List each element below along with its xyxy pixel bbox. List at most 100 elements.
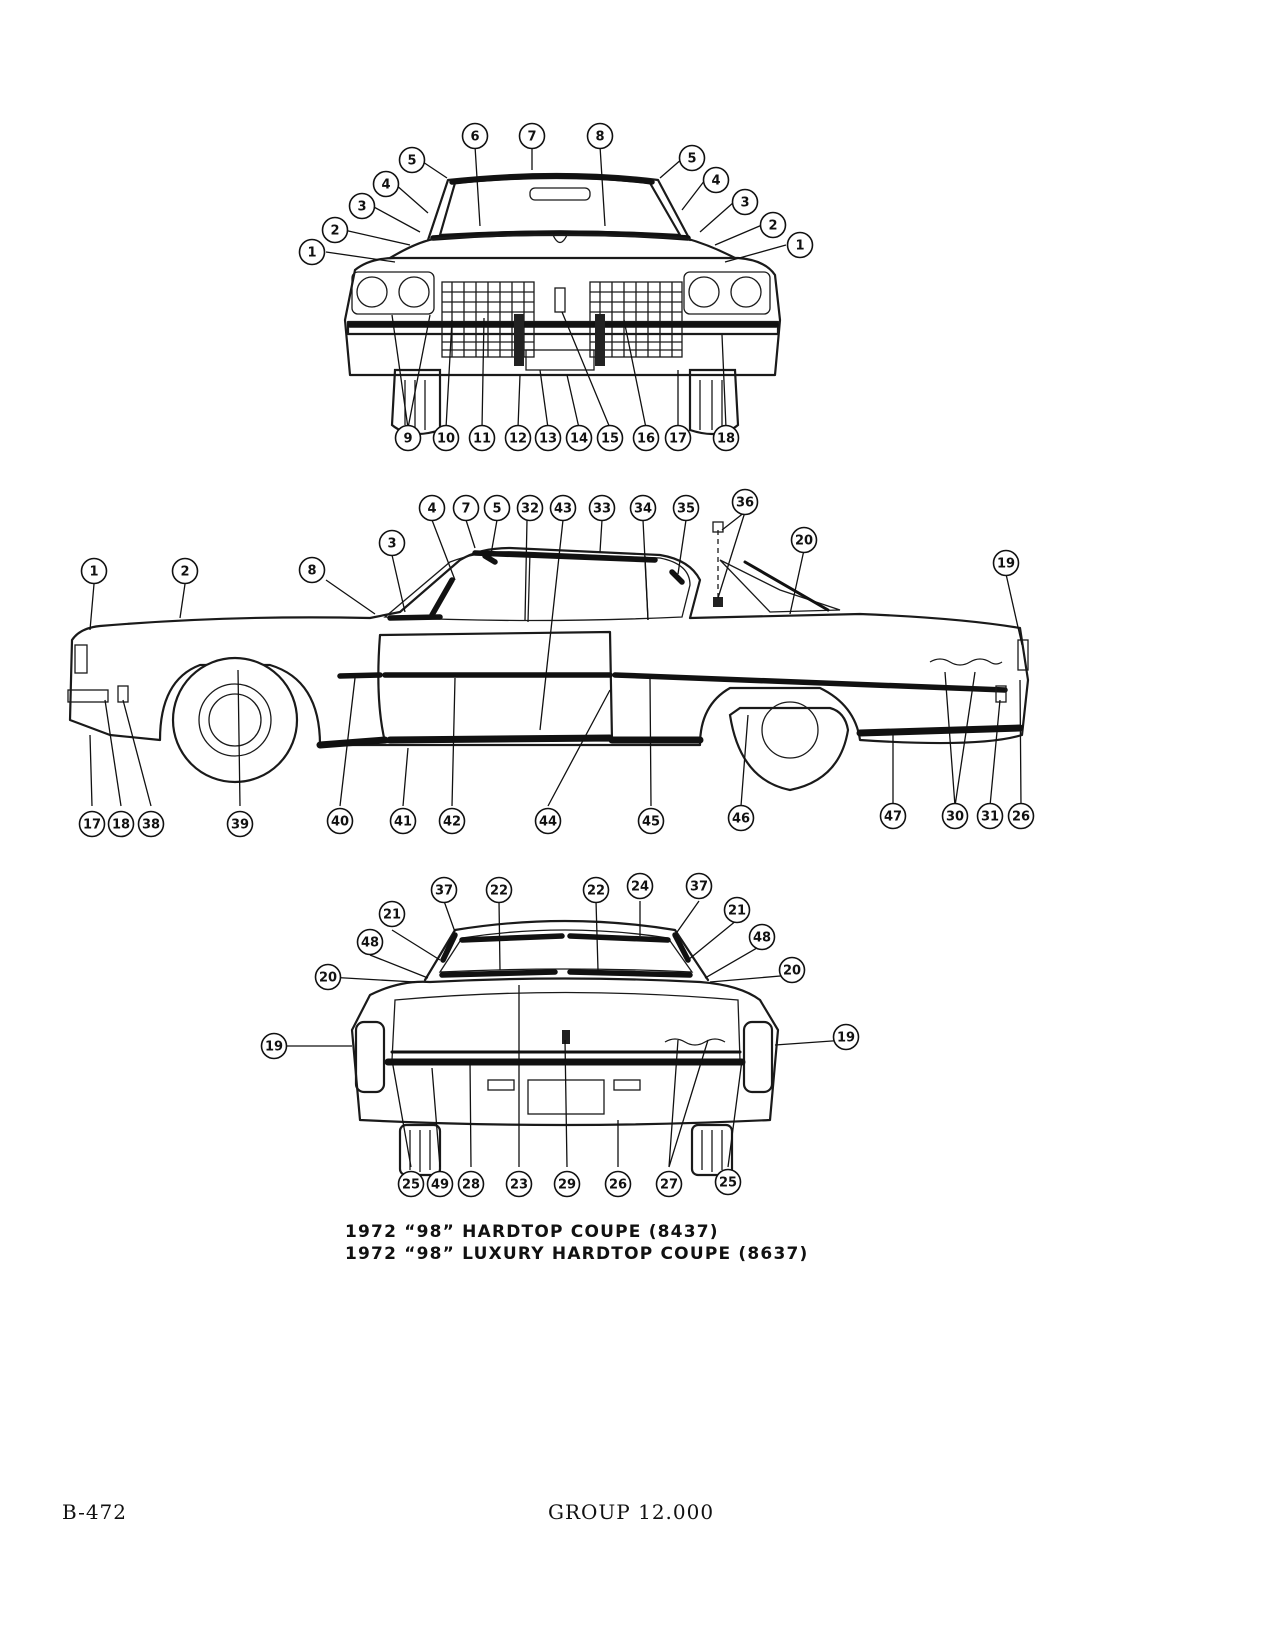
callout-circle (879, 802, 907, 830)
callout-31: 31 (976, 802, 1004, 830)
callout-circle (832, 1023, 860, 1051)
callout-35: 35 (672, 494, 700, 522)
callout-circle (389, 807, 417, 835)
callout-number: 4 (711, 174, 720, 189)
callout-circle (372, 170, 400, 198)
callout-18: 18 (107, 810, 135, 838)
callout-circle (321, 216, 349, 244)
callout-circle (778, 956, 806, 984)
callout-41: 41 (389, 807, 417, 835)
callout-26: 26 (604, 1170, 632, 1198)
callout-circle (748, 923, 776, 951)
callout-3: 3 (378, 529, 406, 557)
callout-number: 37 (690, 880, 708, 895)
callout-circle (226, 810, 254, 838)
callout-circle (468, 424, 496, 452)
callout-17: 17 (78, 810, 106, 838)
callout-circle (759, 211, 787, 239)
callout-number: 17 (669, 432, 687, 447)
callout-2: 2 (759, 211, 787, 239)
front-grille (441, 281, 683, 358)
callout-number: 37 (435, 884, 453, 899)
callout-19: 19 (992, 549, 1020, 577)
callout-number: 46 (732, 812, 750, 827)
callout-number: 20 (319, 971, 337, 986)
callout-number: 40 (331, 815, 349, 830)
callout-39: 39 (226, 810, 254, 838)
callout-11: 11 (468, 424, 496, 452)
callout-46: 46 (727, 804, 755, 832)
callout-5: 5 (483, 494, 511, 522)
front-view-car (343, 172, 782, 436)
license-plate-front (525, 349, 595, 371)
callout-4: 4 (418, 494, 446, 522)
callout-number: 19 (265, 1040, 283, 1055)
callout-number: 48 (753, 931, 771, 946)
callout-number: 3 (387, 537, 396, 552)
callout-29: 29 (553, 1170, 581, 1198)
rearview-mirror (529, 187, 591, 201)
callout-circle (582, 876, 610, 904)
headlamp-icon (688, 276, 720, 308)
callout-circle (326, 807, 354, 835)
callout-10: 10 (432, 424, 460, 452)
callout-circle (596, 424, 624, 452)
callout-number: 22 (490, 884, 508, 899)
callout-circle (790, 526, 818, 554)
callout-number: 10 (437, 432, 455, 447)
callout-number: 14 (570, 432, 588, 447)
callout-circle (78, 810, 106, 838)
callout-circle (534, 807, 562, 835)
callout-number: 7 (527, 130, 536, 145)
callout-2: 2 (171, 557, 199, 585)
callout-circle (452, 494, 480, 522)
callout-27: 27 (655, 1170, 683, 1198)
callout-number: 33 (593, 502, 611, 517)
callout-number: 31 (981, 810, 999, 825)
callout-8: 8 (298, 556, 326, 584)
callout-1: 1 (786, 231, 814, 259)
callout-1: 1 (80, 557, 108, 585)
callout-circle (604, 1170, 632, 1198)
callout-48: 48 (356, 928, 384, 956)
callout-number: 1 (795, 239, 804, 254)
callout-number: 1 (307, 246, 316, 261)
callout-circle (565, 424, 593, 452)
tail-lamp-left (354, 1020, 386, 1094)
callout-circle (378, 900, 406, 928)
callout-45: 45 (637, 807, 665, 835)
callout-number: 15 (601, 432, 619, 447)
callout-circle (314, 963, 342, 991)
callout-number: 30 (946, 810, 964, 825)
callout-circle (637, 807, 665, 835)
callout-circle (685, 872, 713, 900)
callout-number: 41 (394, 815, 412, 830)
callout-circle (586, 122, 614, 150)
callout-26: 26 (1007, 802, 1035, 830)
rear-view-car (350, 919, 780, 1177)
callout-circle (432, 424, 460, 452)
callout-33: 33 (588, 494, 616, 522)
tail-lamp-right (742, 1020, 774, 1094)
front-body (343, 256, 782, 377)
callout-21: 21 (723, 896, 751, 924)
callout-17: 17 (664, 424, 692, 452)
callout-number: 2 (768, 219, 777, 234)
callout-circle (461, 122, 489, 150)
callout-number: 18 (717, 432, 735, 447)
callout-number: 25 (719, 1176, 737, 1191)
callout-3: 3 (731, 188, 759, 216)
callout-circle (504, 424, 532, 452)
front-bumper (346, 320, 780, 336)
callout-43: 43 (549, 494, 577, 522)
callout-circle (672, 494, 700, 522)
callout-number: 26 (609, 1178, 627, 1193)
callout-circle (534, 424, 562, 452)
callout-number: 47 (884, 810, 902, 825)
callout-circle (941, 802, 969, 830)
side-front-lamp (74, 644, 88, 674)
front-left-tire (390, 368, 442, 436)
callout-number: 18 (112, 818, 130, 833)
callout-44: 44 (534, 807, 562, 835)
